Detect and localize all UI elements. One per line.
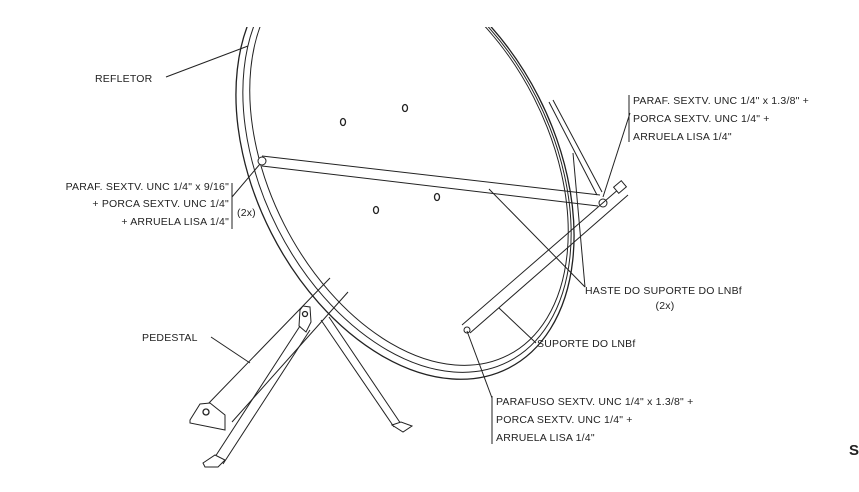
- label-top-right-hardware: PARAF. SEXTV. UNC 1/4" x 1.3/8" + PORCA …: [633, 95, 809, 143]
- label-left-hardware-qty: (2x): [237, 207, 256, 219]
- label-haste-qty: (2x): [656, 300, 675, 312]
- label-suporte: SUPORTE DO LNBf: [537, 338, 636, 350]
- label-bottom-hardware-line-2: PORCA SEXTV. UNC 1/4" +: [496, 414, 633, 426]
- lnbf-support-rod: [257, 99, 608, 208]
- corner-letter: S: [849, 442, 859, 459]
- reflector-dish: [235, 27, 575, 380]
- pedestal: [189, 277, 414, 468]
- label-haste: HASTE DO SUPORTE DO LNBf: [585, 285, 742, 297]
- reflector-mounting-holes: [339, 103, 441, 215]
- label-top-right-hardware-line-2: PORCA SEXTV. UNC 1/4" +: [633, 113, 770, 125]
- label-left-hardware: PARAF. SEXTV. UNC 1/4" x 9/16" + PORCA S…: [66, 181, 256, 228]
- label-top-right-hardware-line-1: PARAF. SEXTV. UNC 1/4" x 1.3/8" +: [633, 95, 809, 107]
- lnbf-support-arm: [461, 180, 629, 334]
- label-bottom-hardware: PARAFUSO SEXTV. UNC 1/4" x 1.3/8" + PORC…: [496, 396, 693, 444]
- label-refletor: REFLETOR: [95, 73, 153, 85]
- label-bottom-hardware-line-1: PARAFUSO SEXTV. UNC 1/4" x 1.3/8" +: [496, 396, 693, 408]
- label-left-hardware-line-2: + PORCA SEXTV. UNC 1/4": [92, 198, 229, 210]
- label-bottom-hardware-line-3: ARRUELA LISA 1/4": [496, 432, 595, 444]
- label-left-hardware-line-3: + ARRUELA LISA 1/4": [121, 216, 229, 228]
- leader-lines: [165, 45, 631, 444]
- label-top-right-hardware-line-3: ARRUELA LISA 1/4": [633, 131, 732, 143]
- label-left-hardware-line-1: PARAF. SEXTV. UNC 1/4" x 9/16": [66, 181, 230, 193]
- label-pedestal: PEDESTAL: [142, 332, 198, 344]
